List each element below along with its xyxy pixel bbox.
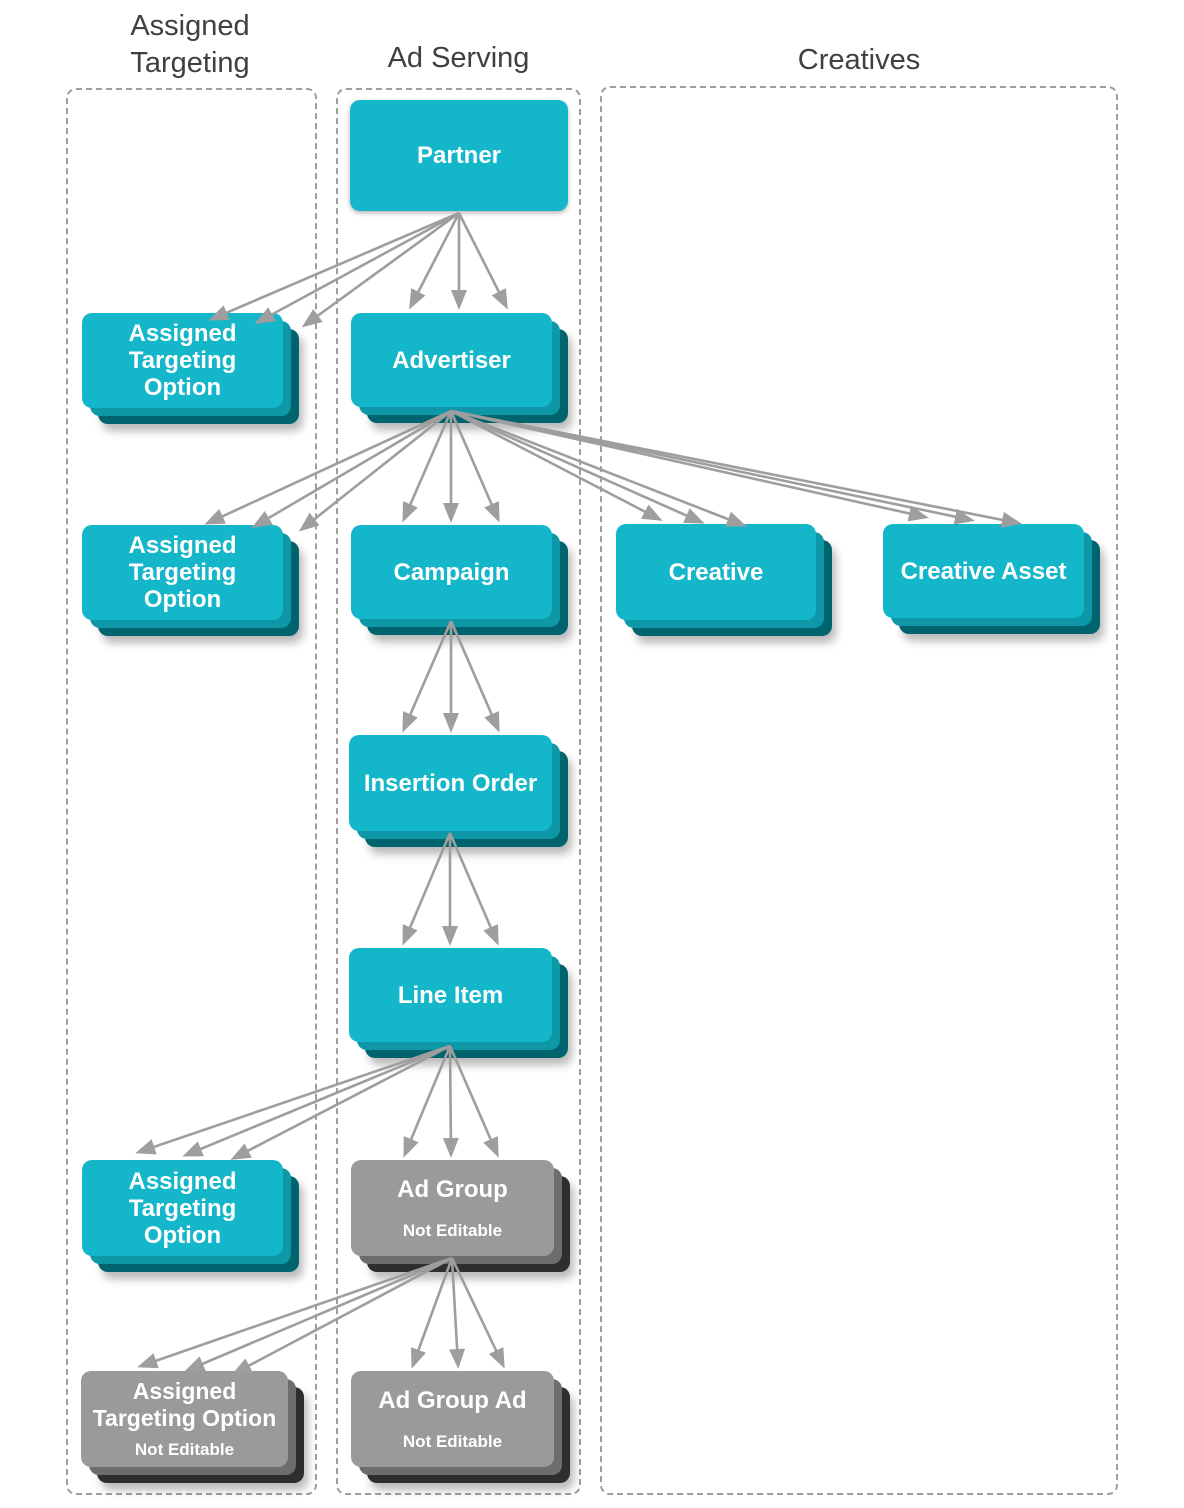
insertion-order-node: Insertion Order (349, 735, 552, 831)
creative-asset-node: Creative Asset (883, 524, 1084, 618)
node-label: Insertion Order (363, 769, 538, 797)
node-label: Ad Group (397, 1175, 508, 1203)
node-label: Advertiser (392, 346, 511, 374)
node-label: Creative (668, 558, 764, 586)
creatives-column (600, 86, 1118, 1495)
assigned-targeting-column (66, 88, 317, 1495)
node-sublabel: Not Editable (402, 1431, 503, 1451)
node-sublabel: Not Editable (134, 1440, 235, 1459)
node-label: Partner (416, 142, 502, 169)
partner-node: Partner (350, 100, 568, 211)
node-sublabel: Not Editable (402, 1220, 503, 1240)
campaign-node: Campaign (351, 525, 552, 619)
heading-creatives: Creatives (797, 44, 921, 76)
heading-assigned-targeting: Assigned Targeting (130, 10, 250, 79)
heading-ad-serving: Ad Serving (387, 42, 530, 74)
node-label: Campaign (393, 558, 510, 586)
advertiser-node: Advertiser (351, 313, 552, 407)
creative-node: Creative (616, 524, 816, 620)
node-label: Line Item (397, 981, 504, 1009)
node-label: Creative Asset (900, 557, 1067, 585)
ad-group-ad-node: Ad Group Ad Not Editable (351, 1371, 554, 1467)
ad-serving-column (336, 88, 581, 1495)
node-label: Ad Group Ad (378, 1386, 527, 1414)
line-item-node: Line Item (349, 948, 552, 1042)
